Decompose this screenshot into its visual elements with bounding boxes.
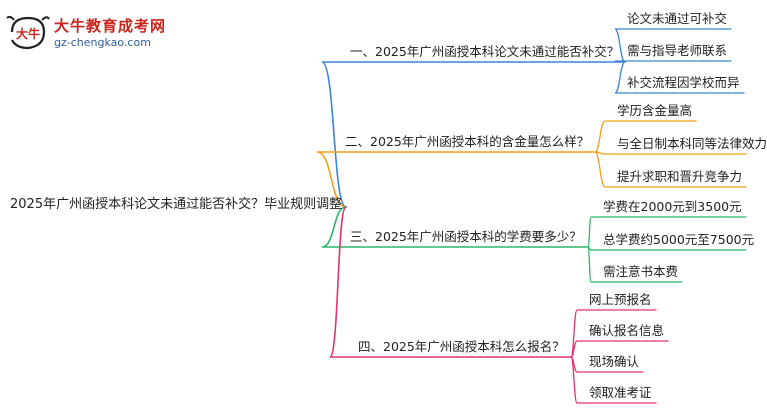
branch-2-leaf-3-connector xyxy=(594,151,747,188)
branch-4-leaf-1: 网上预报名 xyxy=(589,292,652,307)
logo-title: 大牛教育成考网 xyxy=(54,17,167,35)
branch-4-leaf-4-connector xyxy=(570,356,657,404)
branch-2-leaf-2: 与全日制本科同等法律效力 xyxy=(617,136,767,151)
branch-4-connector xyxy=(329,206,572,358)
branch-4-label: 四、2025年广州函授本科怎么报名？ xyxy=(358,339,565,354)
branch-2-leaf-1-connector xyxy=(594,120,697,153)
branch-1-leaf-2: 需与指导老师联系 xyxy=(627,43,728,58)
branch-2-leaf-2-connector xyxy=(594,151,747,155)
branch-2-connector xyxy=(316,151,596,208)
branch-3-leaf-3: 需注意书本费 xyxy=(603,264,679,279)
branch-3-leaf-2: 总学费约5000元至7500元 xyxy=(603,232,755,247)
branch-1-leaf-3: 补交流程因学校而异 xyxy=(627,75,740,90)
branch-3-leaf-1: 学费在2000元到3500元 xyxy=(603,199,742,214)
branch-1-leaf-2-connector xyxy=(614,60,732,63)
branch-3-connector xyxy=(321,206,589,248)
logo-url: gz-chengkao.com xyxy=(54,36,151,49)
logo-mark-text: 大牛 xyxy=(16,26,40,41)
root-topic: 2025年广州函授本科论文未通过能否补交？毕业规则调整 xyxy=(10,197,343,212)
branch-4-leaf-3: 现场确认 xyxy=(589,354,640,369)
branch-1-connector xyxy=(321,61,626,208)
branch-1-leaf-3-connector xyxy=(614,61,745,94)
site-logo[interactable]: 大牛 大牛教育成考网 gz-chengkao.com xyxy=(6,10,176,54)
branch-2-leaf-1: 学历含金量高 xyxy=(617,103,693,118)
branch-3-leaf-1-connector xyxy=(587,216,747,248)
branch-1-label: 一、2025年广州函授本科论文未通过能否补交？ xyxy=(350,44,620,59)
branch-3-leaf-2-connector xyxy=(587,246,747,251)
branch-2-label: 二、2025年广州函授本科的含金量怎么样？ xyxy=(345,134,590,149)
branch-2-leaf-3: 提升求职和晋升竞争力 xyxy=(617,169,743,184)
mindmap-edges xyxy=(316,28,747,404)
branch-4-leaf-4: 领取准考证 xyxy=(589,385,652,400)
bull-logo-icon: 大牛 xyxy=(6,15,50,50)
branch-4-leaf-2: 确认报名信息 xyxy=(589,323,665,338)
branch-3-label: 三、2025年广州函授本科的学费要多少？ xyxy=(350,229,582,244)
branch-1-leaf-1: 论文未通过可补交 xyxy=(627,11,728,26)
mindmap-canvas xyxy=(316,28,747,404)
branch-3-leaf-3-connector xyxy=(587,246,683,283)
branch-4-leaf-2-connector xyxy=(570,340,669,358)
